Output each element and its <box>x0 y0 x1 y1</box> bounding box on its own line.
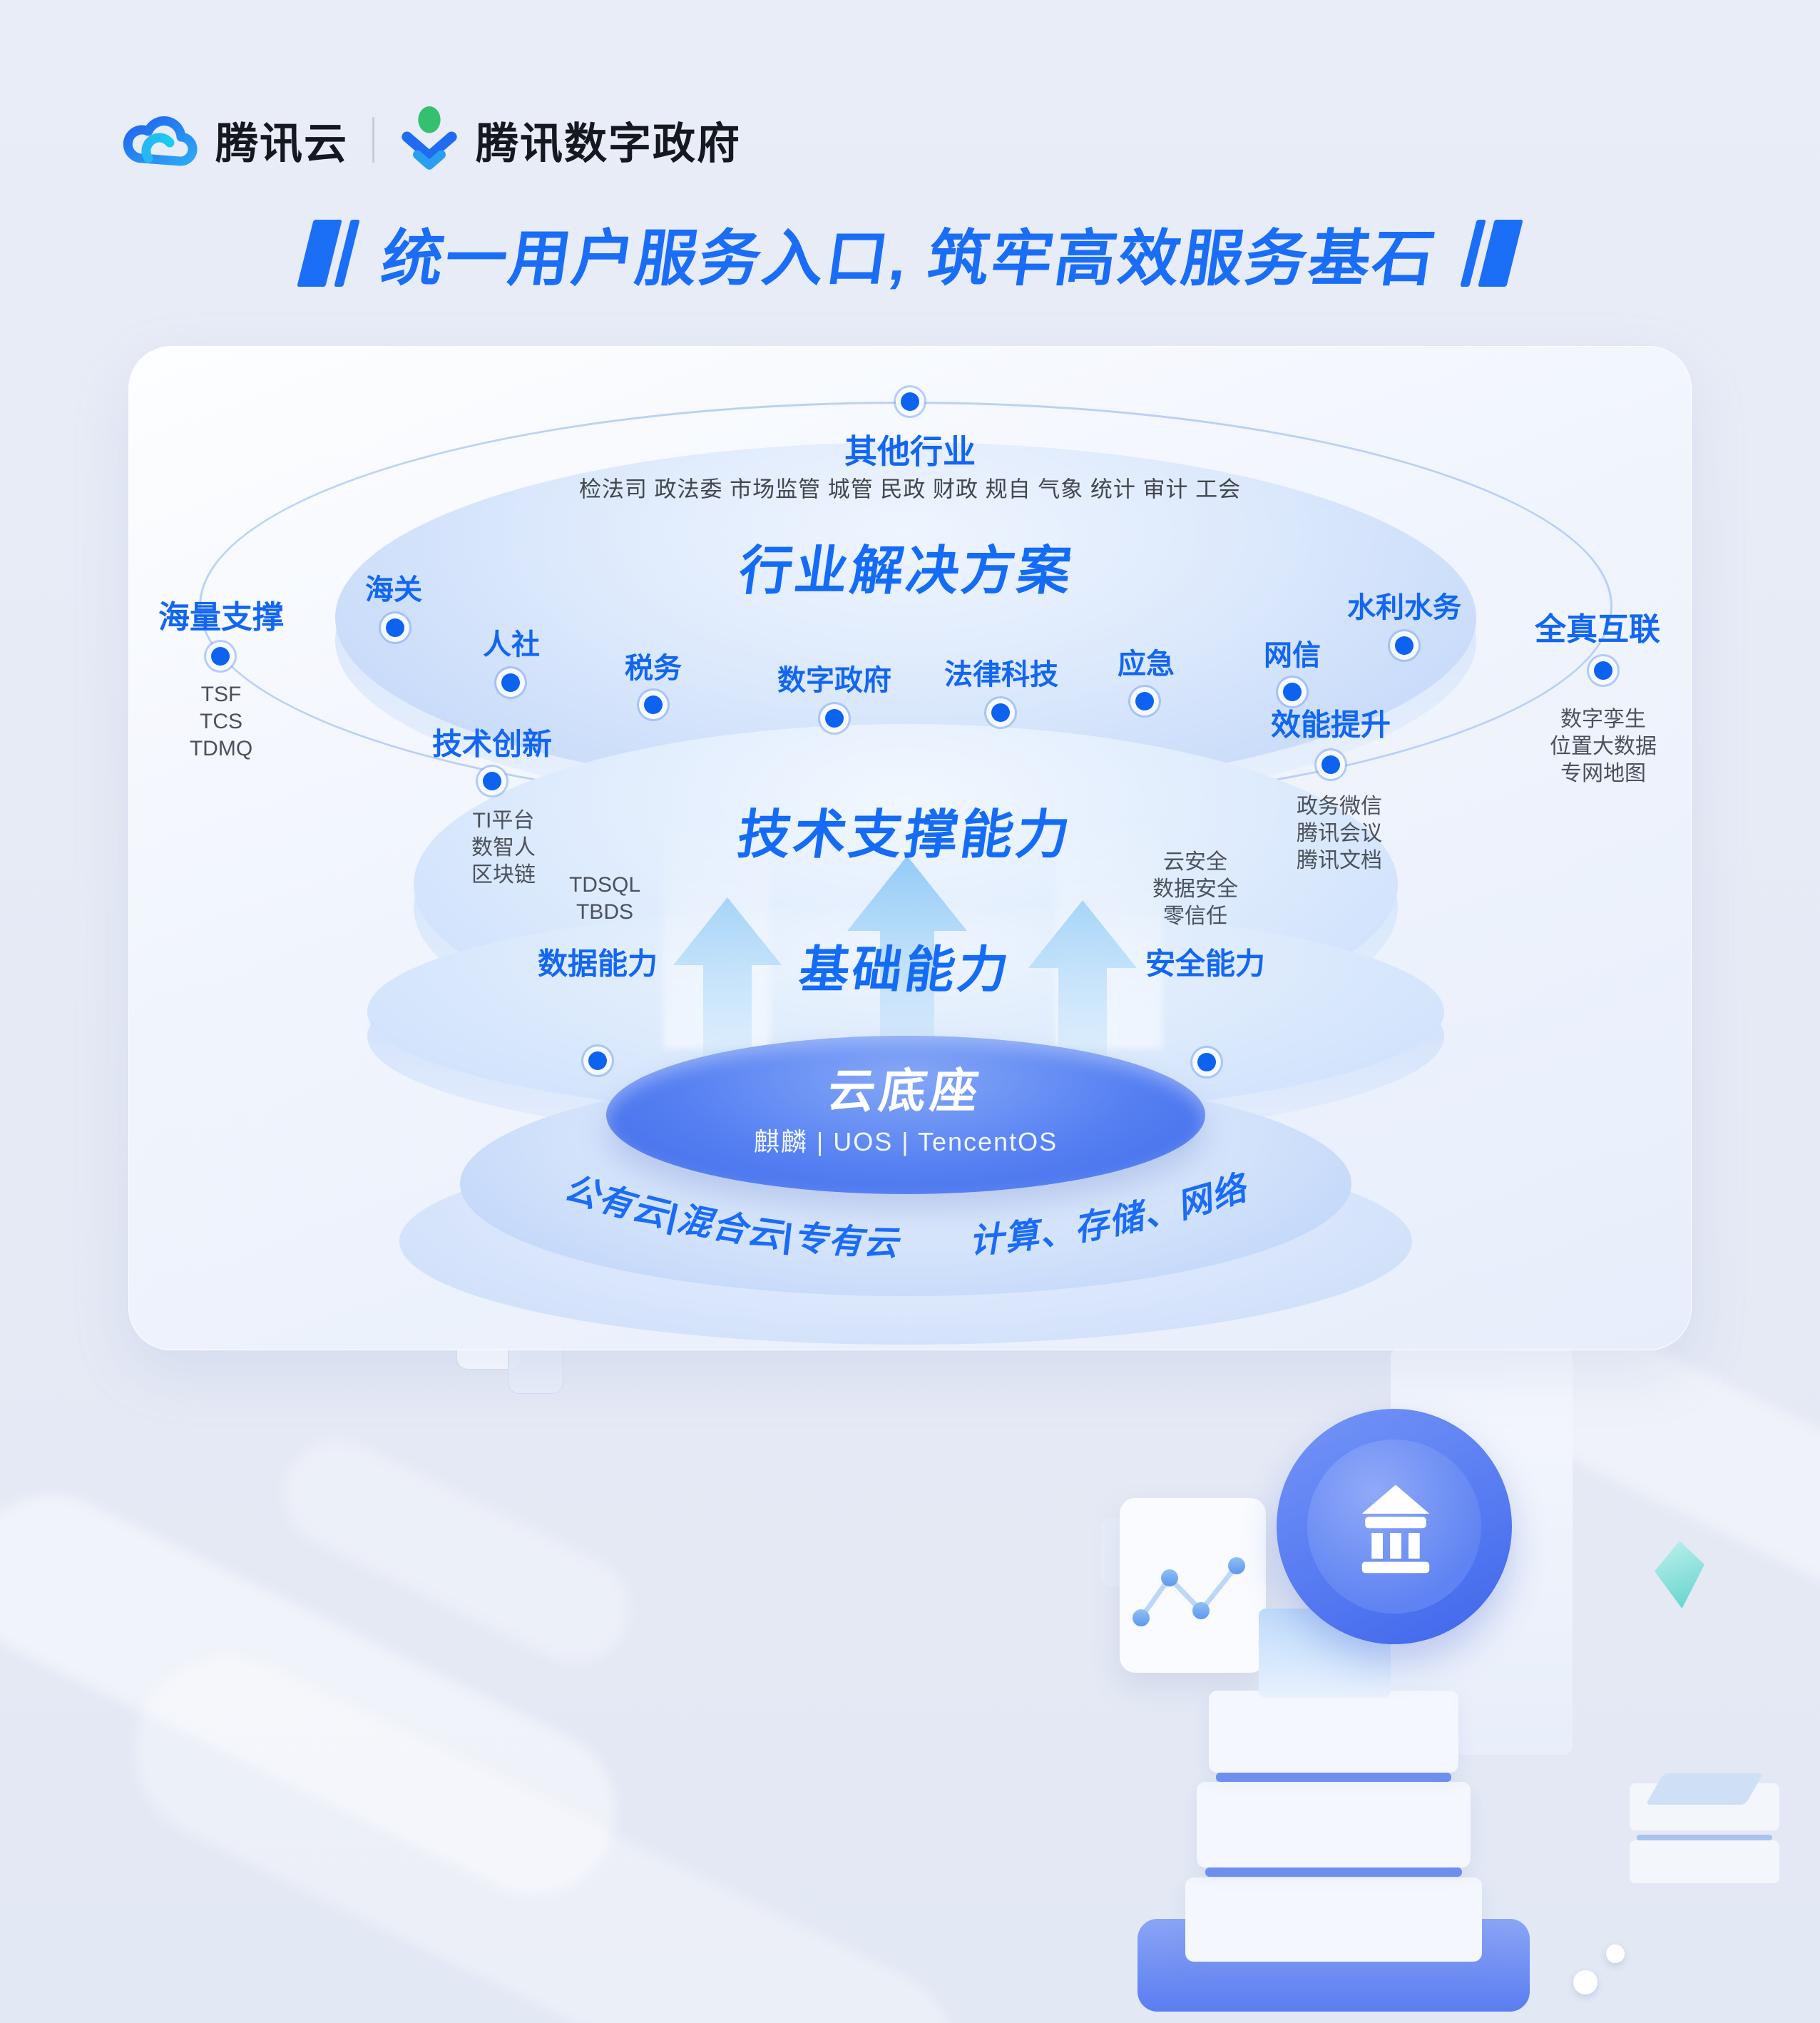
chart-card <box>1120 1498 1266 1673</box>
svg-text:公有云|混合云|专有云 计算、存储、网络: 公有云|混合云|专有云 计算、存储、网络 <box>560 1168 1254 1263</box>
solution-item: 数字政府 <box>777 665 891 696</box>
title-bars-right <box>1460 219 1523 287</box>
cloud-base-title: 云底座 <box>824 1064 986 1117</box>
title-bars-left <box>297 219 360 287</box>
rim-line-text: 公有云|混合云|专有云 计算、存储、网络 <box>560 1168 1253 1263</box>
node-dot <box>1197 1053 1216 1071</box>
node-dot <box>588 1051 607 1070</box>
tech-innovation-items: TI平台 数智人 区块链 <box>471 809 536 887</box>
node-dot <box>386 618 404 637</box>
node-dot <box>901 392 919 411</box>
node-dot <box>1594 661 1612 680</box>
header-brand-row: 腾讯云 腾讯数字政府 <box>120 106 741 174</box>
line-chart-icon <box>1133 1557 1245 1626</box>
immersive-items: 数字孪生 位置大数据 专网地图 <box>1550 708 1657 785</box>
basic-layer-title: 基础能力 <box>795 942 1015 998</box>
decor-dot <box>1573 1970 1597 1994</box>
node-dot <box>991 703 1010 722</box>
bank-building-icon <box>1361 1484 1430 1574</box>
decor-slab-gap <box>1216 1773 1451 1782</box>
page-title: 统一用户服务入口, 筑牢高效服务基石 <box>377 225 1441 293</box>
immersive-label: 全真互联 <box>1535 612 1660 647</box>
page-title-row: 统一用户服务入口, 筑牢高效服务基石 <box>0 208 1820 297</box>
solution-item: 应急 <box>1118 648 1175 680</box>
node-dot <box>825 709 844 728</box>
security-products: 云安全 数据安全 零信任 <box>1152 850 1238 928</box>
mass-support-label: 海量支撑 <box>158 600 284 635</box>
decor-slab-gap <box>1205 1867 1462 1877</box>
up-arrow-icon <box>847 856 967 1141</box>
up-arrow-icon <box>1028 900 1137 1131</box>
node-dot <box>211 647 230 666</box>
node-dot <box>1395 636 1413 655</box>
node-dot <box>483 772 501 790</box>
decor-chip <box>1630 1840 1779 1883</box>
decor-dot <box>1606 1945 1625 1963</box>
decor-slab <box>1185 1877 1482 1962</box>
solution-item: 水利水务 <box>1347 592 1461 623</box>
mass-support-items: TSF TCS TDMQ <box>189 683 253 760</box>
cloud-base-os-line: 麒麟 | UOS | TencentOS <box>753 1127 1058 1156</box>
other-industry-label: 其他行业 <box>844 433 976 470</box>
tech-innovation-label: 技术创新 <box>431 727 553 761</box>
efficiency-label: 效能提升 <box>1270 708 1391 742</box>
tencent-cloud-brand: 腾讯云 <box>120 109 348 171</box>
brand-gov-label: 腾讯数字政府 <box>476 119 741 168</box>
tech-layer-title: 技术支撑能力 <box>734 805 1076 865</box>
tencent-cloud-logo-icon <box>123 116 198 166</box>
decor-slab <box>1197 1782 1471 1867</box>
node-dot <box>1283 683 1302 701</box>
up-arrow-icon <box>673 897 782 1131</box>
decor-slab <box>1209 1691 1458 1773</box>
cloud-base-disc <box>606 1036 1205 1194</box>
node-dot <box>644 695 663 714</box>
solutions-title: 行业解决方案 <box>735 541 1078 601</box>
solution-item: 网信 <box>1264 640 1321 671</box>
brand-cloud-label: 腾讯云 <box>215 119 348 168</box>
decor-chip-gap <box>1637 1835 1772 1840</box>
brand-divider <box>372 117 374 163</box>
security-capability-label: 安全能力 <box>1145 947 1266 981</box>
solution-item: 海关 <box>365 574 422 606</box>
digital-gov-logo-icon <box>402 106 457 170</box>
data-capability-label: 数据能力 <box>537 947 658 981</box>
digital-gov-brand: 腾讯数字政府 <box>399 106 741 174</box>
efficiency-items: 政务微信 腾讯会议 腾讯文档 <box>1297 795 1382 872</box>
node-dot <box>1321 755 1340 774</box>
other-industry-sublist: 检法司 政法委 市场监管 城管 民政 财政 规自 气象 统计 审计 工会 <box>578 477 1242 502</box>
node-dot <box>1135 692 1154 710</box>
solution-item: 法律科技 <box>944 659 1058 691</box>
node-dot <box>501 673 520 692</box>
solution-item: 税务 <box>625 653 682 684</box>
solution-item: 人社 <box>483 629 540 661</box>
data-products: TDSQL TBDS <box>568 873 641 924</box>
